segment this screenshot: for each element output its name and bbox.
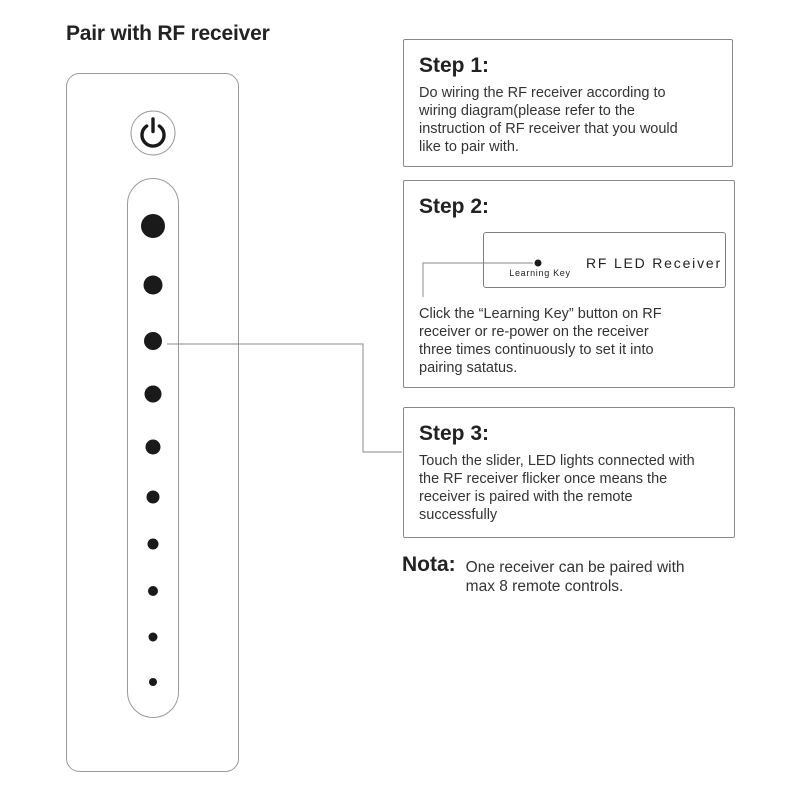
connector-slider-to-step3 (167, 343, 402, 453)
rf-receiver-label: RF LED Receiver (586, 255, 722, 271)
note-text: One receiver can be paired with max 8 re… (465, 559, 685, 595)
slider-dot (147, 538, 159, 550)
slider-dot (145, 439, 161, 455)
step-3-body: Touch the slider, LED lights connected w… (419, 453, 695, 523)
slider-dot (149, 678, 157, 686)
slider-dot (144, 385, 162, 403)
remote-control (66, 73, 239, 772)
slider-dot (143, 275, 163, 295)
step-2-heading: Step 2: (419, 195, 490, 218)
step-1-box: Step 1: Do wiring the RF receiver accord… (403, 39, 733, 167)
step-2-body: Click the “Learning Key” button on RF re… (419, 306, 662, 376)
slider-dot (148, 586, 158, 596)
power-button (130, 110, 176, 156)
learning-key-label: Learning Key (509, 268, 571, 278)
power-icon (140, 117, 166, 148)
slider-track (127, 178, 179, 718)
step-3-box: Step 3: Touch the slider, LED lights con… (403, 407, 735, 538)
slider-dot (141, 214, 165, 238)
slider-dot (146, 490, 160, 504)
note: Nota: One receiver can be paired with ma… (402, 552, 685, 596)
slider-dot (148, 632, 158, 642)
slider-dot (144, 332, 162, 350)
note-label: Nota: (402, 553, 456, 576)
step-3-heading: Step 3: (419, 422, 490, 445)
page-title: Pair with RF receiver (66, 22, 270, 45)
step-1-body: Do wiring the RF receiver according to w… (419, 85, 678, 155)
remote-body (66, 73, 239, 772)
rf-receiver-box: RF LED Receiver Learning Key (483, 232, 726, 288)
step-1-heading: Step 1: (419, 54, 490, 77)
slider-dots (141, 214, 165, 686)
